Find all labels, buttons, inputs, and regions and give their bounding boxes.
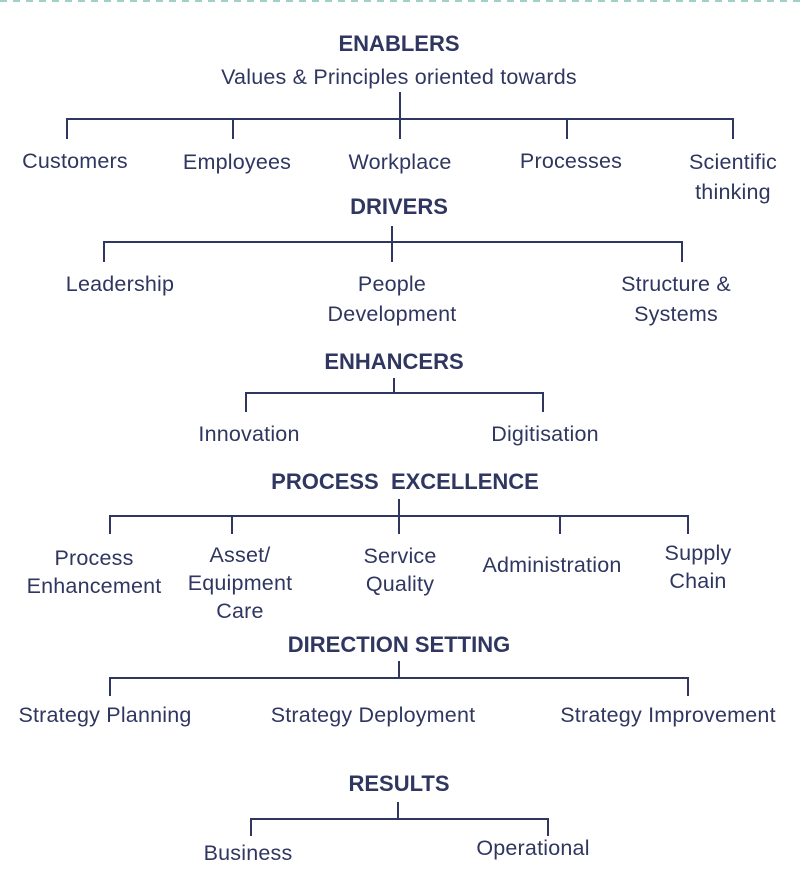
section-title-enhancers: ENHANCERS bbox=[324, 349, 464, 374]
node-strategy-deployment: Strategy Deployment bbox=[270, 703, 476, 727]
node-supply-chain: Supply Chain bbox=[664, 541, 732, 593]
section-subtitle-enablers: Values & Principles oriented towards bbox=[221, 65, 577, 89]
node-asset-equipment-care: Asset/ Equipment Care bbox=[187, 543, 293, 623]
node-employees: Employees bbox=[182, 150, 292, 174]
section-title-process-excellence: PROCESS EXCELLENCE bbox=[271, 469, 539, 494]
node-processes: Processes bbox=[519, 149, 623, 173]
node-digitisation: Digitisation bbox=[491, 422, 599, 446]
section-title-enablers: ENABLERS bbox=[338, 31, 460, 56]
node-workplace: Workplace bbox=[348, 150, 452, 174]
node-service-quality: Service Quality bbox=[363, 544, 437, 596]
node-strategy-planning: Strategy Planning bbox=[18, 703, 192, 727]
node-operational: Operational bbox=[476, 836, 590, 860]
node-scientific-thinking: Scientific thinking bbox=[688, 150, 778, 204]
node-strategy-improvement: Strategy Improvement bbox=[560, 703, 776, 727]
node-innovation: Innovation bbox=[198, 422, 300, 446]
section-title-drivers: DRIVERS bbox=[350, 194, 448, 219]
node-people-development: People Development bbox=[327, 272, 457, 326]
section-title-direction-setting: DIRECTION SETTING bbox=[287, 632, 511, 657]
node-business: Business bbox=[203, 841, 293, 865]
node-process-enhancement: Process Enhancement bbox=[26, 546, 162, 598]
node-leadership: Leadership bbox=[65, 272, 175, 296]
node-customers: Customers bbox=[22, 149, 128, 173]
section-title-results: RESULTS bbox=[348, 771, 450, 796]
node-administration: Administration bbox=[482, 553, 622, 577]
node-structure-systems: Structure & Systems bbox=[621, 272, 731, 326]
